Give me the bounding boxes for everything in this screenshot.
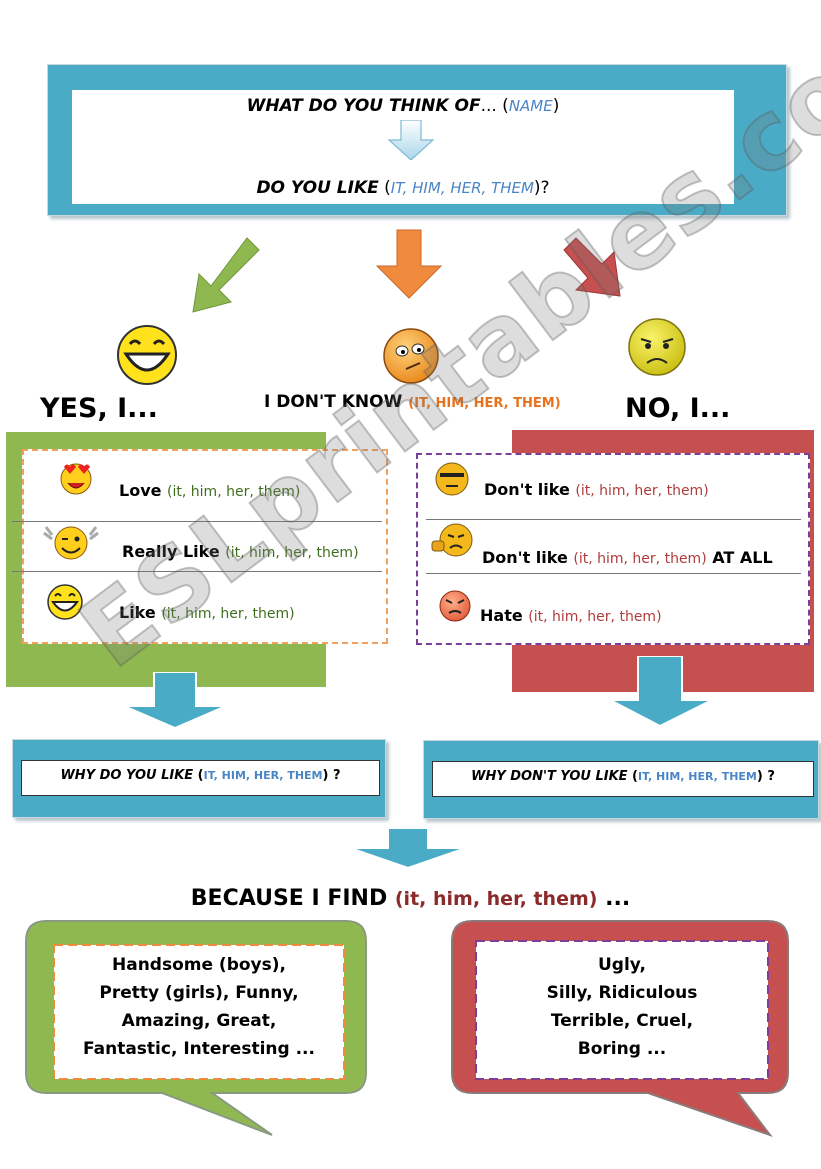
- like-list: Love (it, him, her, them) Really Like (i…: [12, 449, 388, 644]
- adjective-line: Pretty (girls), Funny,: [99, 983, 299, 1003]
- list-item: Don't like (it, him, her, them): [484, 480, 709, 499]
- orange-arrow-icon: [375, 229, 443, 299]
- love-smiley-icon: [60, 463, 92, 495]
- why-like-inner: WHY DO YOU LIKE (IT, HIM, HER, THEM) ?: [21, 760, 380, 796]
- adjective-line: Silly, Ridiculous: [546, 983, 698, 1003]
- red-arrow-icon: [563, 237, 621, 297]
- why-like-box: WHY DO YOU LIKE (IT, HIM, HER, THEM) ?: [12, 739, 386, 818]
- positive-speech-bubble: [25, 920, 367, 1136]
- no-title: NO, I...: [625, 393, 731, 424]
- down-arrow-icon: [609, 656, 713, 728]
- down-arrow-icon: [388, 120, 434, 160]
- question-what-do-you-think: WHAT DO YOU THINK OF... (NAME): [246, 96, 560, 116]
- negative-speech-bubble: [451, 920, 789, 1138]
- list-item: Really Like (it, him, her, them): [122, 542, 359, 561]
- sad-smiley-icon: [628, 318, 686, 376]
- down-arrow-icon: [349, 828, 467, 870]
- negative-adjectives: Ugly, Silly, Ridiculous Terrible, Cruel,…: [476, 951, 768, 1089]
- header-box: WHAT DO YOU THINK OF... (NAME) DO YOU LI…: [47, 64, 787, 216]
- dislike-list: Don't like (it, him, her, them) Don't li…: [416, 453, 810, 645]
- list-item: Don't like (it, him, her, them) AT ALL: [482, 548, 773, 567]
- smiling-smiley-icon: [47, 584, 83, 620]
- i-dont-know-title: I DON'T KNOW (IT, HIM, HER, THEM): [264, 392, 561, 412]
- adjective-line: Ugly,: [597, 955, 647, 975]
- down-arrow-icon: [123, 672, 227, 730]
- because-i-find: BECAUSE I FIND (it, him, her, them) ...: [190, 886, 631, 911]
- header-inner: WHAT DO YOU THINK OF... (NAME) DO YOU LI…: [72, 90, 734, 204]
- why-like-question: WHY DO YOU LIKE (IT, HIM, HER, THEM) ?: [60, 768, 341, 783]
- confused-smiley-icon: [383, 328, 439, 384]
- annoyed-smiley-icon: [435, 462, 469, 496]
- green-arrow-icon: [192, 237, 260, 313]
- yes-title: YES, I...: [40, 393, 158, 424]
- adjective-line: Fantastic, Interesting ...: [83, 1039, 315, 1059]
- why-dislike-inner: WHY DON'T YOU LIKE (IT, HIM, HER, THEM) …: [432, 761, 814, 797]
- winking-smiley-icon: [43, 526, 99, 560]
- adjective-line: Boring ...: [577, 1039, 667, 1059]
- list-item: Love (it, him, her, them): [119, 481, 301, 500]
- adjective-line: Handsome (boys),: [112, 955, 286, 975]
- list-item: Hate (it, him, her, them): [480, 606, 662, 625]
- why-dislike-box: WHY DON'T YOU LIKE (IT, HIM, HER, THEM) …: [423, 740, 819, 819]
- question-do-you-like: DO YOU LIKE (IT, HIM, HER, THEM)?: [256, 178, 550, 198]
- angry-smiley-icon: [439, 590, 471, 622]
- positive-adjectives: Handsome (boys), Pretty (girls), Funny, …: [54, 951, 344, 1085]
- adjective-line: Terrible, Cruel,: [550, 1011, 694, 1031]
- adjective-line: Amazing, Great,: [121, 1011, 277, 1031]
- laughing-smiley-icon: [117, 325, 177, 385]
- list-item: Like (it, him, her, them): [119, 603, 295, 622]
- thumbs-down-smiley-icon: [431, 523, 473, 557]
- why-dislike-question: WHY DON'T YOU LIKE (IT, HIM, HER, THEM) …: [471, 769, 775, 784]
